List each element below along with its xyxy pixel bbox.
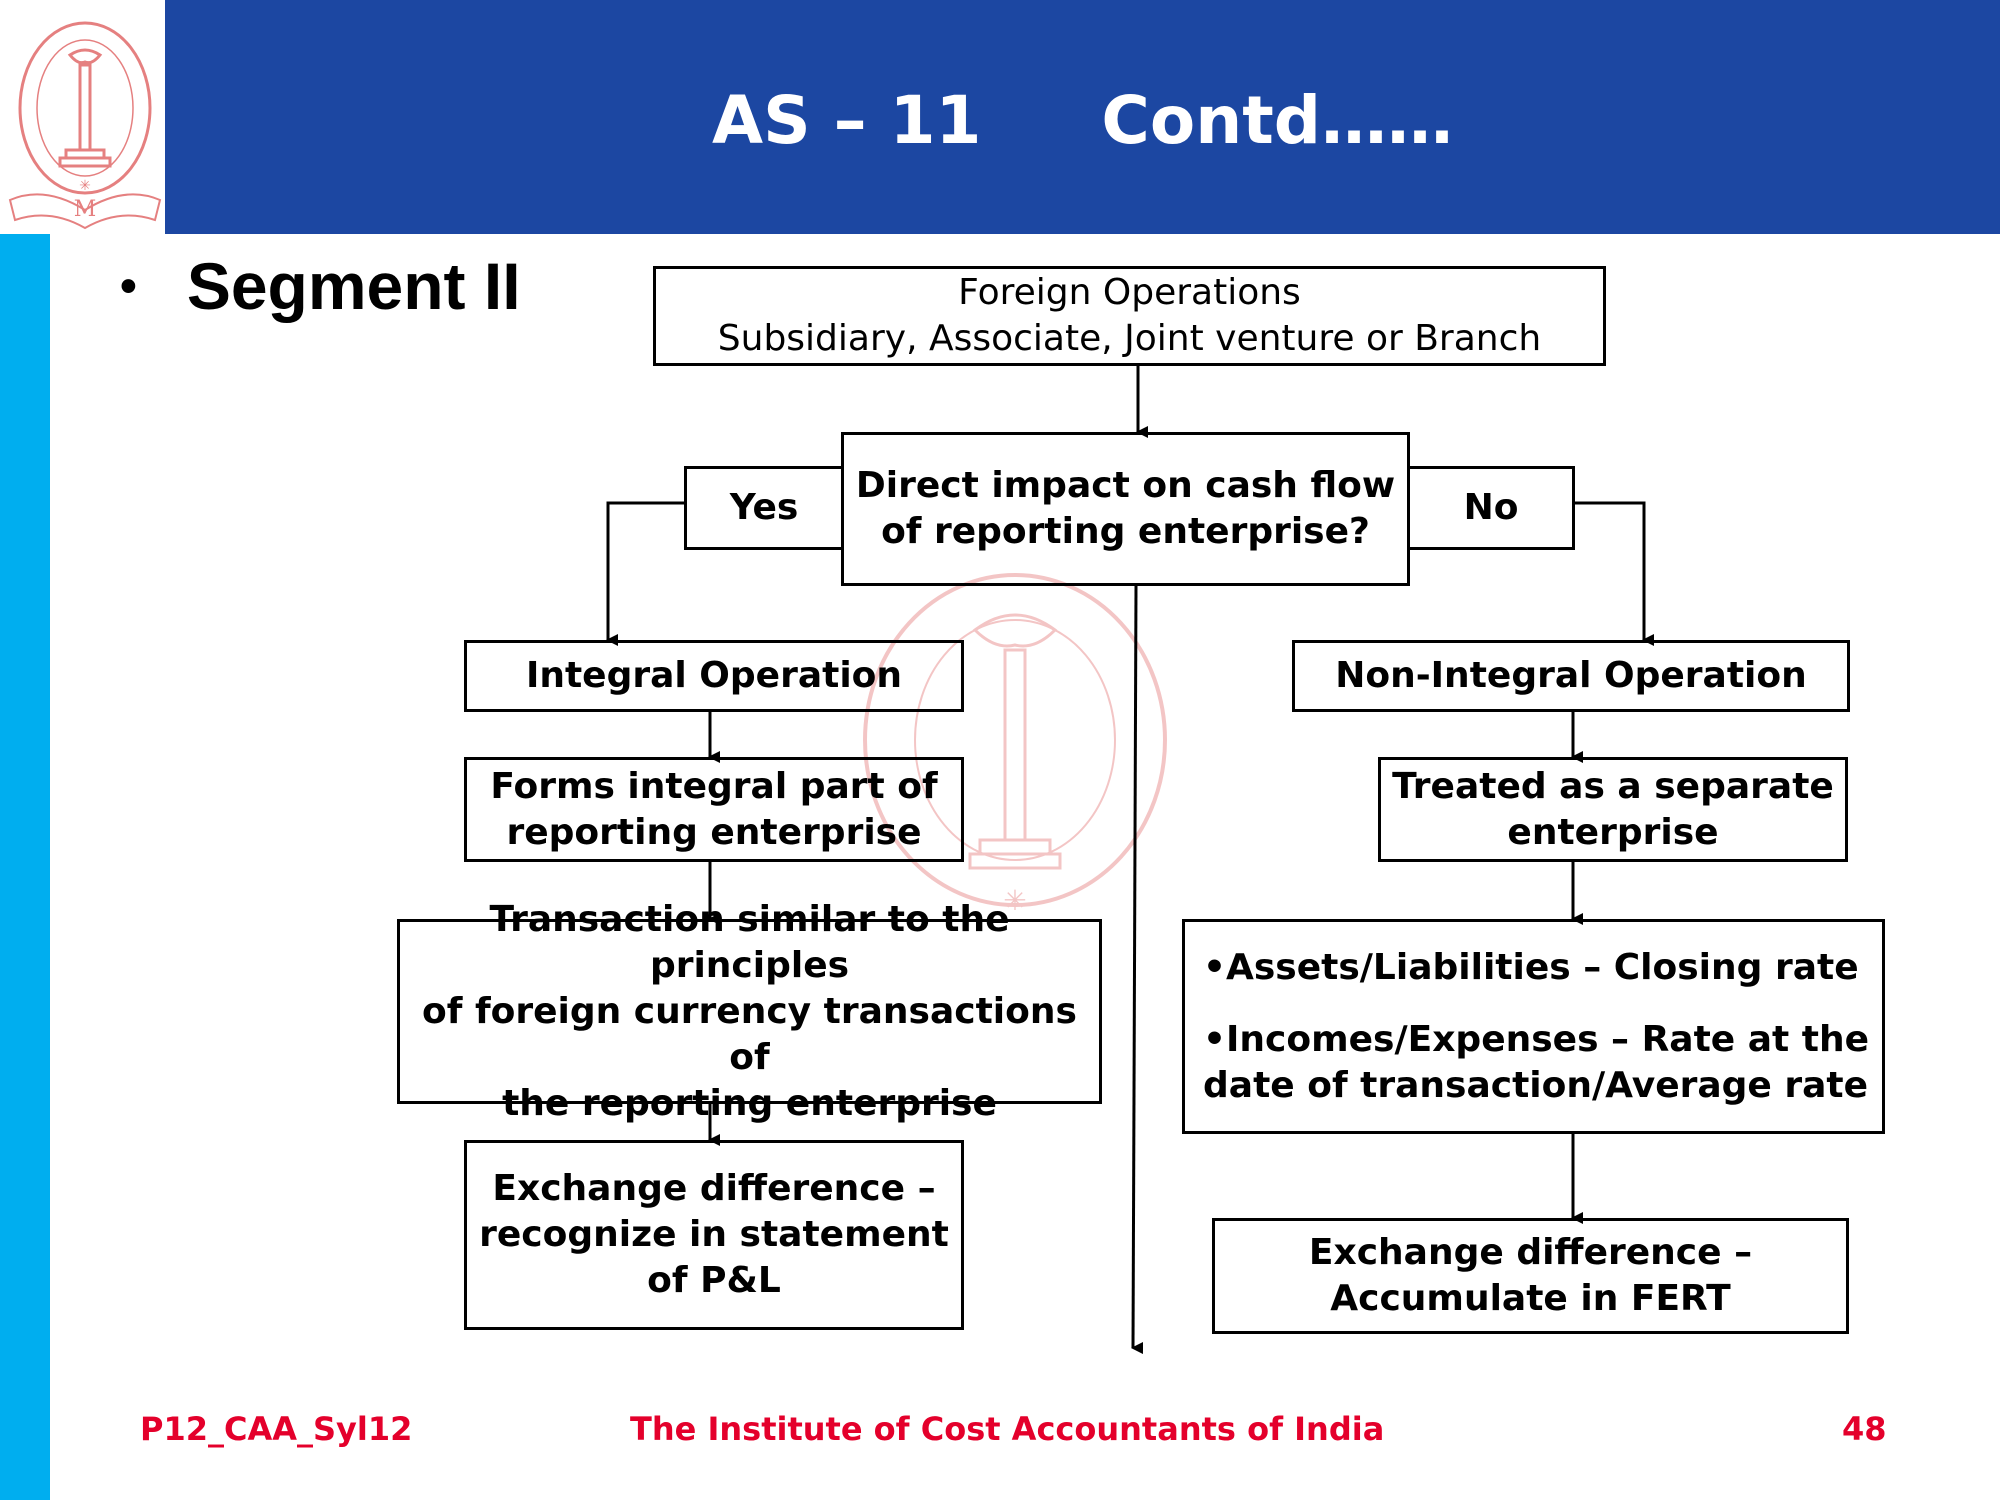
footer-page-number: 48: [1842, 1410, 1887, 1448]
box-line: Exchange difference –: [492, 1168, 936, 1209]
box-line: Non-Integral Operation: [1335, 655, 1807, 696]
box-line: reporting enterprise: [506, 811, 922, 853]
svg-text:✳: ✳: [1003, 884, 1026, 917]
box-line: the reporting enterprise: [502, 1082, 997, 1124]
header-bar: [165, 0, 2000, 234]
yes-label-box: Yes: [684, 466, 844, 550]
section-heading: Segment II: [186, 249, 521, 323]
institute-logo: M ✳: [0, 0, 165, 234]
svg-text:✳: ✳: [79, 178, 91, 194]
no-label: No: [1463, 487, 1519, 528]
svg-text:M: M: [74, 197, 97, 222]
integral-part-box: Forms integral part of reporting enterpr…: [464, 757, 964, 862]
slide-title: AS – 11 Contd……: [165, 70, 2000, 170]
translation-rates-box: •Assets/Liabilities – Closing rate •Inco…: [1182, 919, 1885, 1134]
integral-operation-box: Integral Operation: [464, 640, 964, 712]
exchange-difference-fert-box: Exchange difference – Accumulate in FERT: [1212, 1218, 1849, 1334]
box-line: Exchange difference –: [1308, 1232, 1753, 1273]
watermark-emblem: ✳: [863, 573, 1167, 917]
section-bullet: • Segment II: [120, 248, 521, 324]
box-line: Treated as a separate: [1392, 765, 1834, 807]
box-line: of reporting enterprise?: [881, 511, 1370, 552]
non-integral-operation-box: Non-Integral Operation: [1292, 640, 1850, 712]
box-line: of foreign currency transactions of: [422, 990, 1077, 1078]
box-line: Subsidiary, Associate, Joint venture or …: [717, 318, 1542, 359]
decision-box: Direct impact on cash flow of reporting …: [841, 432, 1410, 586]
box-line: Foreign Operations: [958, 272, 1301, 313]
footer-course-code: P12_CAA_Syl12: [140, 1410, 413, 1448]
bullet-dot: •: [120, 259, 137, 313]
no-label-box: No: [1407, 466, 1575, 550]
box-line: Transaction similar to the principles: [489, 898, 1010, 986]
box-line: enterprise: [1507, 811, 1719, 853]
box-line: recognize in statement: [479, 1214, 949, 1255]
box-line: date of transaction/Average rate: [1203, 1064, 1869, 1106]
box-line: Accumulate in FERT: [1330, 1278, 1731, 1319]
transaction-principles-box: Transaction similar to the principles of…: [397, 899, 1102, 1124]
box-line: of P&L: [647, 1260, 781, 1301]
foreign-operations-box: Foreign Operations Subsidiary, Associate…: [653, 266, 1606, 366]
box-line: •Incomes/Expenses – Rate at the: [1203, 1018, 1870, 1060]
left-accent-strip: [0, 234, 50, 1500]
separate-enterprise-box: Treated as a separate enterprise: [1378, 757, 1848, 862]
title-continued: Contd……: [1101, 81, 1453, 159]
box-line: Forms integral part of: [490, 765, 938, 807]
box-line: Integral Operation: [525, 655, 903, 696]
box-line: •Assets/Liabilities – Closing rate: [1203, 946, 1859, 988]
exchange-difference-pl-box: Exchange difference – recognize in state…: [464, 1140, 964, 1330]
title-standard: AS – 11: [712, 81, 982, 159]
yes-label: Yes: [729, 487, 799, 528]
box-line: Direct impact on cash flow: [855, 465, 1396, 506]
footer-institute-name: The Institute of Cost Accountants of Ind…: [630, 1410, 1385, 1448]
